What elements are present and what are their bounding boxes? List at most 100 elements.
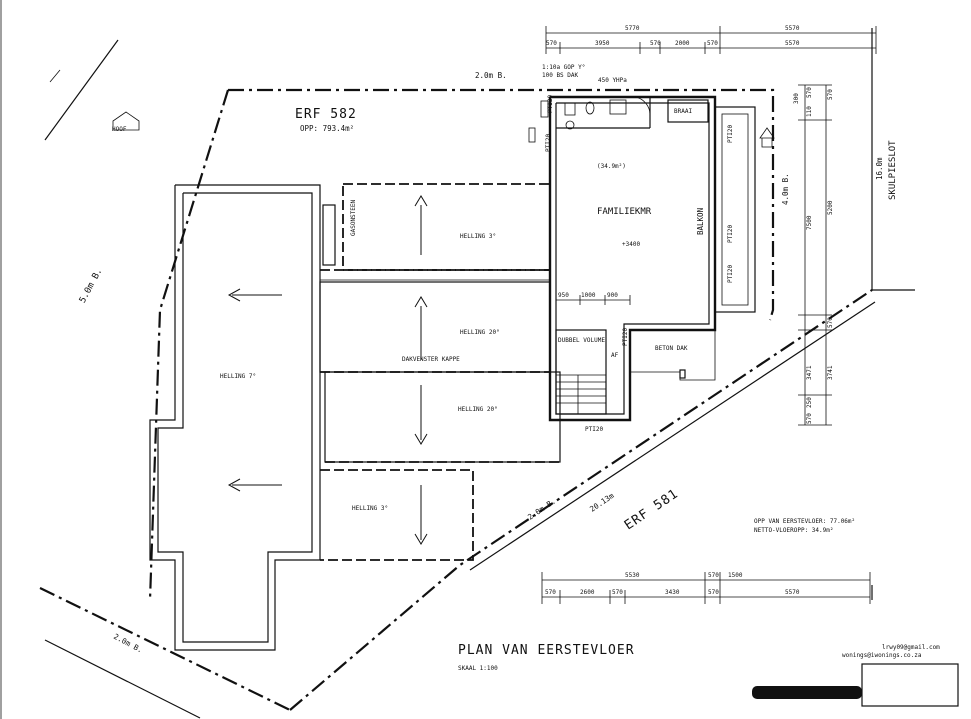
boundary-left-label: 5.0m B.	[78, 267, 105, 305]
dim-right-inner-7: 570	[806, 413, 813, 424]
beton-dak-label: BETON DAK	[655, 345, 688, 352]
drawing-scale: SKAAL 1:100	[458, 665, 498, 672]
bottom-dim-lines	[541, 572, 871, 604]
signature-box	[861, 663, 959, 707]
erf-boundary-bottom-left	[39, 587, 291, 711]
house-icon	[112, 111, 140, 131]
erf-582-area: OPP: 793.4m²	[300, 124, 354, 133]
dim-bottom-seg-b: 570	[708, 572, 719, 579]
window-tag-3: PTI20	[727, 125, 734, 143]
roof-2-label: HELLING 20°	[460, 329, 500, 336]
contact-email: lrwy09@gmail.com	[882, 644, 940, 651]
dim-mid-3: 900	[607, 292, 618, 299]
downpipe-1	[540, 100, 549, 118]
area-note-1: OPP VAN EERSTEVLOER: 77.06m²	[754, 518, 855, 525]
dim-bottom-seg-1: 570	[545, 589, 556, 596]
window-tag-7: PTI20	[585, 426, 603, 433]
boundary-top-label: 2.0m B.	[475, 71, 507, 80]
boundary-bottom-label: 2.0m B.	[112, 632, 144, 655]
balkon-outline	[714, 106, 756, 313]
dim-right-outer-1: 570	[827, 89, 834, 100]
dim-bottom-seg-2: 2600	[580, 589, 595, 596]
window-tag-4: PTI20	[727, 225, 734, 243]
balkon-label: BALKON	[696, 208, 705, 235]
roof-3-label: HELLING 20°	[458, 406, 498, 413]
roof-segment-3	[324, 371, 561, 463]
dim-top-seg-2: 3950	[595, 40, 610, 47]
familiekmr-level: +3400	[622, 241, 640, 248]
note-line-3: 450 YHPa	[598, 77, 627, 84]
first-floor-walls	[548, 95, 717, 422]
roof-2b-label: DAKVENSTER KAPPE	[402, 356, 460, 363]
redacted-signature	[752, 686, 862, 699]
erf-581-title: ERF 581	[622, 486, 682, 533]
familiekmr-name: FAMILIEKMR	[597, 207, 652, 217]
dim-top-seg-5: 570	[707, 40, 718, 47]
dim-mid-1: 950	[558, 292, 569, 299]
erf-581-dim: 20.13m	[588, 491, 616, 514]
dim-top-seg-1: 570	[546, 40, 557, 47]
roof-segment-4	[320, 469, 474, 561]
erf-boundary-top	[228, 88, 775, 321]
dim-right-outer-4: 3741	[827, 365, 834, 380]
road-line-a	[49, 69, 61, 83]
house-icon-label: HOOF	[112, 126, 127, 133]
dim-top-seg-3: 570	[650, 40, 661, 47]
drawing-title: PLAN VAN EERSTEVLOER	[458, 643, 635, 658]
basin-icon	[565, 120, 575, 130]
downpipe-2	[528, 127, 536, 143]
dim-bottom-seg-6: 5570	[785, 589, 800, 596]
erf-582-title: ERF 582	[295, 107, 357, 122]
roof-4-label: HELLING 3°	[352, 505, 388, 512]
dim-right-inner-6: 250	[806, 397, 813, 408]
dim-right-inner-2: 110	[806, 106, 813, 117]
dim-right-outer-3: 570	[827, 317, 834, 328]
right-dim-lines	[798, 84, 832, 426]
dim-top-total-b: 5570	[785, 25, 800, 32]
dim-right-inner-3: 300	[793, 93, 800, 104]
dim-right-inner-4: 7500	[806, 215, 813, 230]
af-label: AF	[611, 352, 619, 359]
area-note-2: NETTO-VLOEROPP: 34.9m²	[754, 527, 833, 534]
shower-icon	[564, 102, 576, 116]
street-width: 16.0m	[875, 157, 884, 180]
dubbel-volume-label: DUBBEL VOLUME	[558, 337, 605, 344]
toilet-icon	[585, 101, 595, 115]
window-tag-5: PTI20	[727, 265, 734, 283]
dim-right-inner-1: 570	[806, 87, 813, 98]
gasonsteen-box	[322, 204, 336, 266]
roof-left-outline	[149, 184, 321, 651]
dim-top-total-a: 5770	[625, 25, 640, 32]
dim-bottom-seg-c: 1500	[728, 572, 743, 579]
roof-arrows	[227, 195, 428, 545]
road-line-bottom	[44, 639, 201, 719]
first-floor-inner	[555, 102, 710, 415]
window-tag-1: PTI20	[547, 95, 554, 113]
bath-icon	[609, 99, 627, 115]
roof-left-inner	[157, 192, 313, 643]
window-tag-6: PTI20	[622, 328, 629, 346]
beton-post	[679, 369, 686, 379]
dim-right-inner-5: 3471	[806, 365, 813, 380]
roof-1-label: HELLING 3°	[460, 233, 496, 240]
erf-boundary-diagonal	[289, 289, 873, 711]
window-tag-2: PTI20	[545, 134, 552, 152]
familiekmr-area: (34.9m²)	[597, 163, 626, 170]
braai-box	[667, 99, 709, 123]
dim-top-seg-6: 5570	[785, 40, 800, 47]
dim-right-outer-2: 5200	[827, 200, 834, 215]
stair-outline	[555, 329, 607, 415]
mid-dim-lines	[555, 295, 631, 305]
road-diagonal-line	[469, 301, 876, 571]
top-dim-lines	[545, 26, 877, 54]
door-swing-icon	[634, 96, 651, 116]
dim-bottom-total-a: 5530	[625, 572, 640, 579]
dim-bottom-seg-4: 3430	[665, 589, 680, 596]
road-line-left	[44, 39, 119, 141]
note-line-2: 100 BS DAK	[542, 72, 579, 79]
contact-line-2: wonings@iwonings.co.za	[842, 652, 922, 659]
braai-label: BRAAI	[674, 108, 692, 115]
dim-mid-2: 1000	[581, 292, 596, 299]
street-name: SKULPIESLOT	[888, 140, 898, 200]
